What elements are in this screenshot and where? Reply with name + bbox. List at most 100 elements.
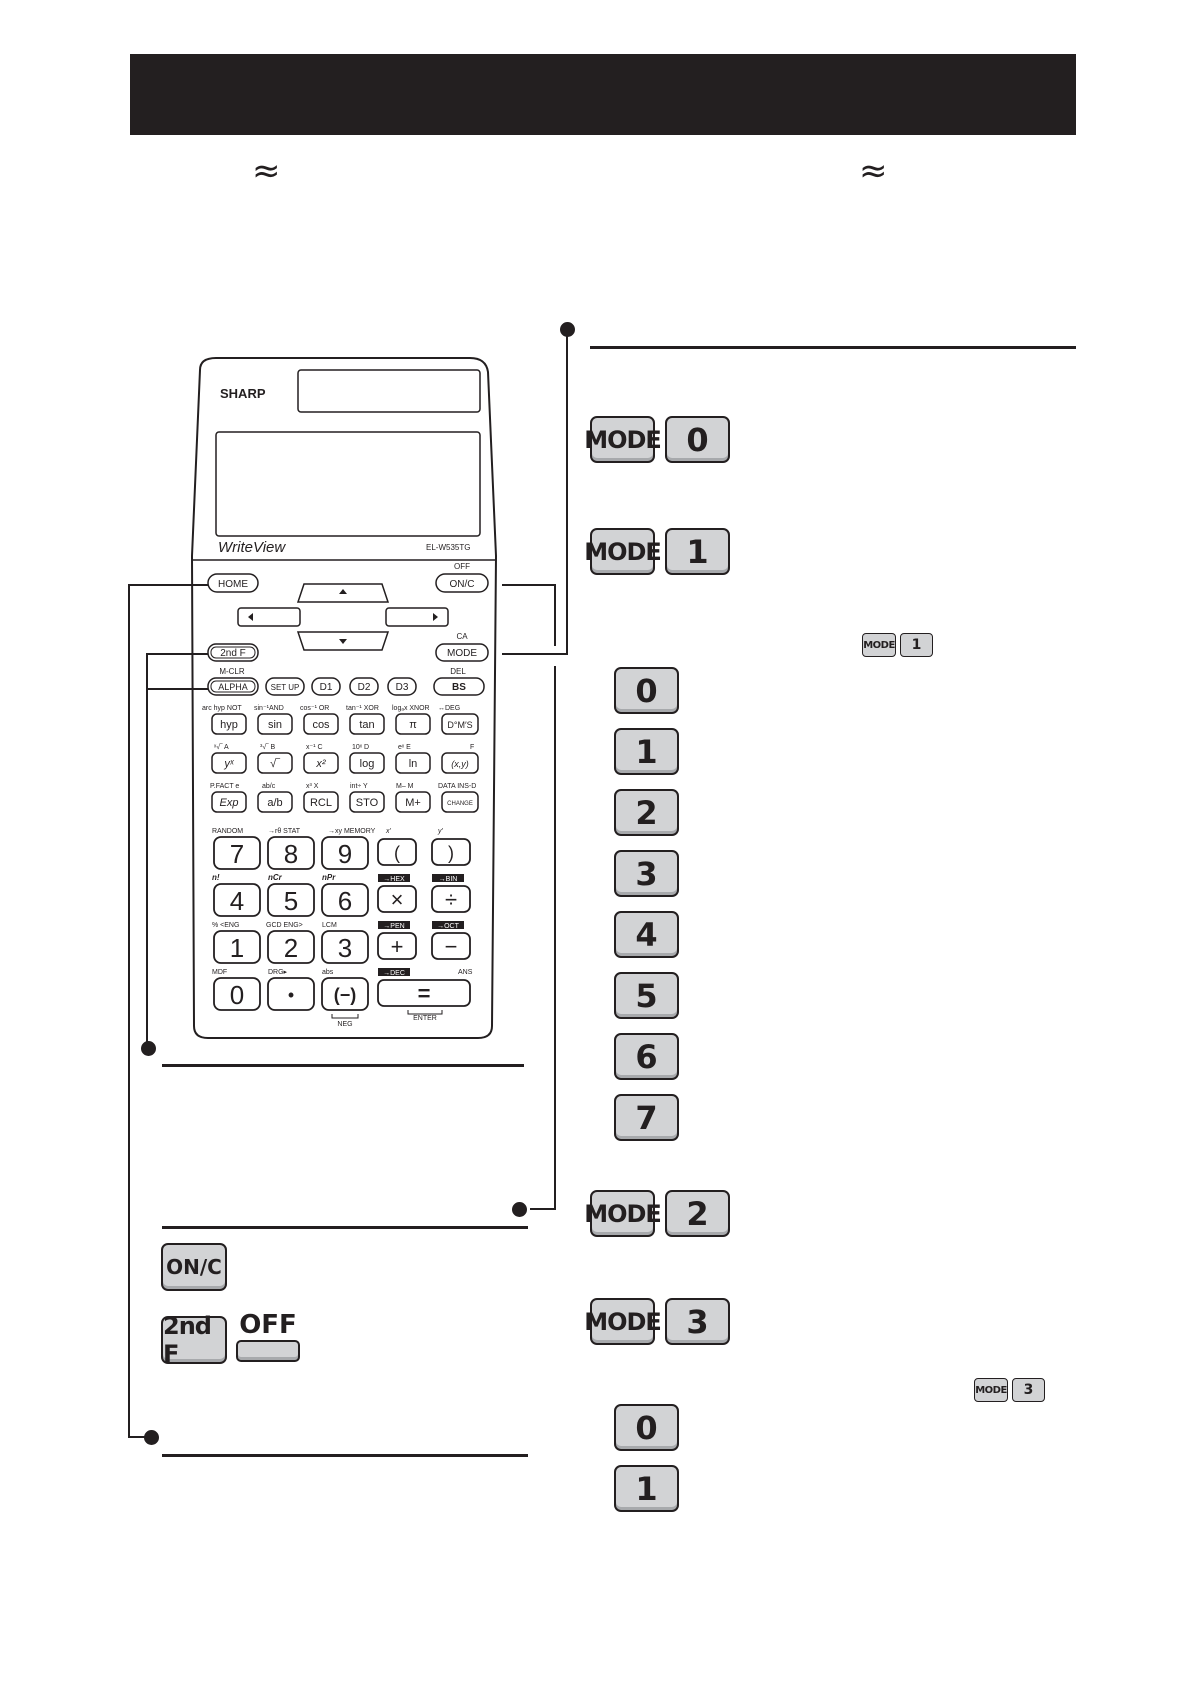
- leader-line-home-bottom: [128, 1436, 148, 1438]
- approx-symbol-left: ≈: [252, 151, 281, 191]
- second-f-key[interactable]: [207, 643, 259, 662]
- key-5[interactable]: [267, 883, 315, 917]
- mode-key[interactable]: [435, 643, 489, 662]
- key-9[interactable]: [321, 836, 369, 870]
- sin-key-label: sin: [268, 719, 282, 731]
- arrow-up-icon: [339, 589, 347, 594]
- on-c-key[interactable]: [435, 573, 489, 593]
- setup-key[interactable]: [265, 677, 305, 696]
- rule-home-section: [162, 1454, 528, 1457]
- key-3[interactable]: [321, 930, 369, 964]
- approx-symbol-right: ≈: [859, 151, 888, 191]
- second-f-key-label: 2nd F: [220, 648, 246, 659]
- log-key-label: log: [360, 758, 375, 770]
- rule-onc-section: [162, 1226, 528, 1229]
- submenu1-key-5: 5: [614, 972, 679, 1019]
- cos-shift-label: cos⁻¹ OR: [300, 705, 329, 712]
- close-paren-key[interactable]: [431, 838, 471, 866]
- key-1[interactable]: [213, 930, 261, 964]
- sqrt-key[interactable]: [257, 752, 293, 774]
- yx-key[interactable]: [211, 752, 247, 774]
- mode-key-label: MODE: [447, 648, 477, 659]
- d2-key[interactable]: [349, 677, 379, 696]
- plus-key[interactable]: [377, 932, 417, 960]
- d1-key-label: D1: [320, 682, 333, 693]
- x2-key[interactable]: [303, 752, 339, 774]
- submenu3-key-1: 1: [614, 1465, 679, 1512]
- decimal-point-key[interactable]: [267, 977, 315, 1011]
- d3-key-label: D3: [396, 682, 409, 693]
- change-key[interactable]: [441, 791, 479, 813]
- d3-key[interactable]: [387, 677, 417, 696]
- hyp-key[interactable]: [211, 713, 247, 735]
- num-key-seq-0: 0: [665, 416, 730, 463]
- callout-dot-onc: [512, 1202, 527, 1217]
- mode-key-seq-1: MODE: [584, 528, 662, 575]
- multiply-key[interactable]: [377, 885, 417, 913]
- open-paren-key[interactable]: [377, 838, 417, 866]
- key-6[interactable]: [321, 883, 369, 917]
- submenu1-key-7: 7: [614, 1094, 679, 1141]
- hyp-key-label: hyp: [220, 719, 238, 731]
- hex-label: →HEX: [383, 876, 405, 883]
- negative-key[interactable]: [321, 977, 369, 1011]
- xy-key[interactable]: [441, 752, 479, 774]
- second-f-key-illustration: 2nd F: [161, 1312, 227, 1368]
- sto-key[interactable]: [349, 791, 385, 813]
- key-7[interactable]: [213, 836, 261, 870]
- exp-key-label: Exp: [220, 797, 239, 809]
- rcl-key[interactable]: [303, 791, 339, 813]
- cursor-left-key[interactable]: [237, 607, 301, 627]
- exp-key[interactable]: [211, 791, 247, 813]
- alpha-key[interactable]: [207, 677, 259, 696]
- bs-key[interactable]: [433, 677, 485, 696]
- off-label: OFF: [454, 562, 470, 571]
- ab-key[interactable]: [257, 791, 293, 813]
- multiply-label: ×: [391, 887, 404, 912]
- ab-key-label: a/b: [267, 797, 282, 809]
- key-4[interactable]: [213, 883, 261, 917]
- equals-key[interactable]: [377, 979, 471, 1007]
- key-2[interactable]: [267, 930, 315, 964]
- model-number: EL-W535TG: [426, 543, 470, 552]
- minus-key[interactable]: [431, 932, 471, 960]
- off-key-illustration: [236, 1340, 300, 1362]
- sin-key[interactable]: [257, 713, 293, 735]
- ln-key[interactable]: [395, 752, 431, 774]
- random-label: RANDOM: [212, 828, 243, 835]
- key-0-label: 0: [230, 980, 244, 1010]
- log-key[interactable]: [349, 752, 385, 774]
- pi-key[interactable]: [395, 713, 431, 735]
- mdf-label: MDF: [212, 969, 227, 976]
- key-0[interactable]: [213, 977, 261, 1011]
- on-c-key-label: ON/C: [450, 579, 475, 590]
- pi-shift-label: logₐx XNOR: [392, 705, 430, 712]
- change-shift-label: DATA INS-D: [438, 783, 476, 790]
- divide-key[interactable]: [431, 885, 471, 913]
- tan-key[interactable]: [349, 713, 385, 735]
- pi-key-label: π: [409, 719, 417, 731]
- gcd-label: GCD ENG>: [266, 922, 303, 929]
- ans-label: ANS: [458, 969, 473, 976]
- home-key-label: HOME: [218, 579, 248, 590]
- num-key-seq-1: 1: [665, 528, 730, 575]
- key-9-label: 9: [338, 839, 352, 869]
- m-clr-label: M-CLR: [219, 667, 245, 676]
- d2-key-label: D2: [358, 682, 371, 693]
- key-8[interactable]: [267, 836, 315, 870]
- dms-key[interactable]: [441, 713, 479, 735]
- callout-dot-mode: [560, 322, 575, 337]
- cursor-right-key[interactable]: [385, 607, 449, 627]
- setup-key-label: SET UP: [271, 683, 300, 692]
- callout-dot-home: [144, 1430, 159, 1445]
- arrow-right-icon: [433, 613, 438, 621]
- home-key[interactable]: [207, 573, 259, 593]
- ncr-label: nCr: [268, 873, 283, 882]
- divide-label: ÷: [445, 887, 457, 912]
- cos-key[interactable]: [303, 713, 339, 735]
- factorial-label: n!: [212, 873, 220, 882]
- ab-shift-label: ab/c: [262, 783, 276, 790]
- alpha-key-label: ALPHA: [218, 682, 248, 692]
- d1-key[interactable]: [311, 677, 341, 696]
- m-plus-key[interactable]: [395, 791, 431, 813]
